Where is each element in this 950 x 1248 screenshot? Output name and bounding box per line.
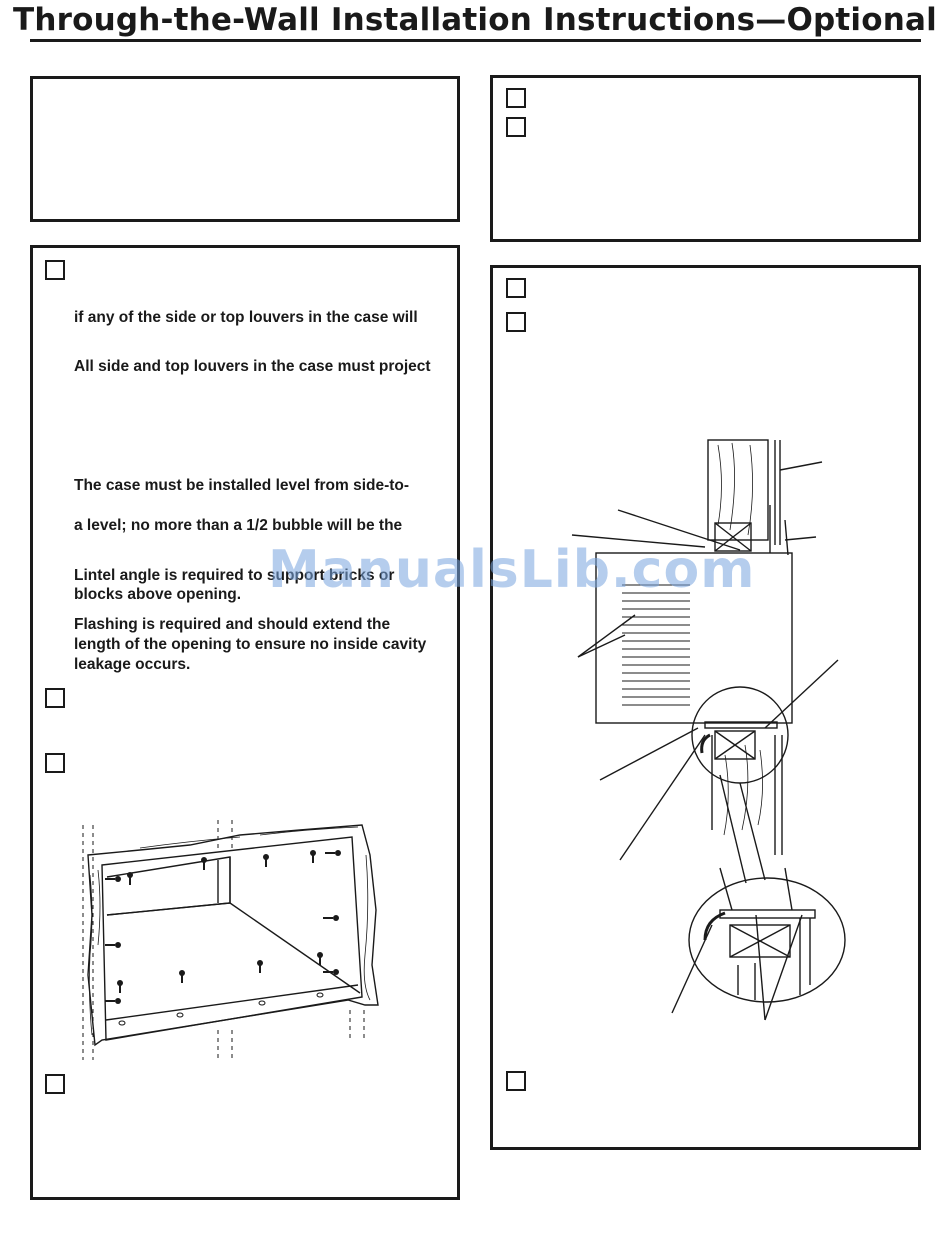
flashing-note-line: Flashing is required and should extend t… [74,616,391,633]
left-main-panel [30,245,460,1200]
step-checkbox-1[interactable] [45,260,65,280]
lintel-note-line-2: blocks above opening. [74,586,242,603]
bubble-note-line: a level; no more than a 1/2 bubble will … [74,517,403,534]
right-main-panel [490,265,921,1150]
through-wall-cross-section-illustration [571,439,846,1021]
level-note-line: The case must be installed level from si… [74,477,410,494]
lintel-note-line: Lintel angle is required to support bric… [74,567,395,584]
step-checkbox-9[interactable] [506,1071,526,1091]
step-checkbox-2[interactable] [45,688,65,708]
step-checkbox-5[interactable] [506,88,526,108]
step-checkbox-6[interactable] [506,117,526,137]
watermark: ManualsLib.com [268,540,756,600]
step-checkbox-8[interactable] [506,312,526,332]
title-divider [30,39,921,42]
page-title: Through-the-Wall Installation Instructio… [13,2,937,38]
step-checkbox-3[interactable] [45,753,65,773]
wall-case-with-screws-illustration [82,820,379,1060]
step-checkbox-4[interactable] [45,1074,65,1094]
step-checkbox-7[interactable] [506,278,526,298]
louver-note-line: if any of the side or top louvers in the… [74,309,418,326]
flashing-note-line-2: length of the opening to ensure no insid… [74,636,427,653]
right-top-panel [490,75,921,242]
left-top-panel [30,76,460,222]
louver-project-line: All side and top louvers in the case mus… [74,358,431,375]
flashing-note-line-3: leakage occurs. [74,656,191,673]
